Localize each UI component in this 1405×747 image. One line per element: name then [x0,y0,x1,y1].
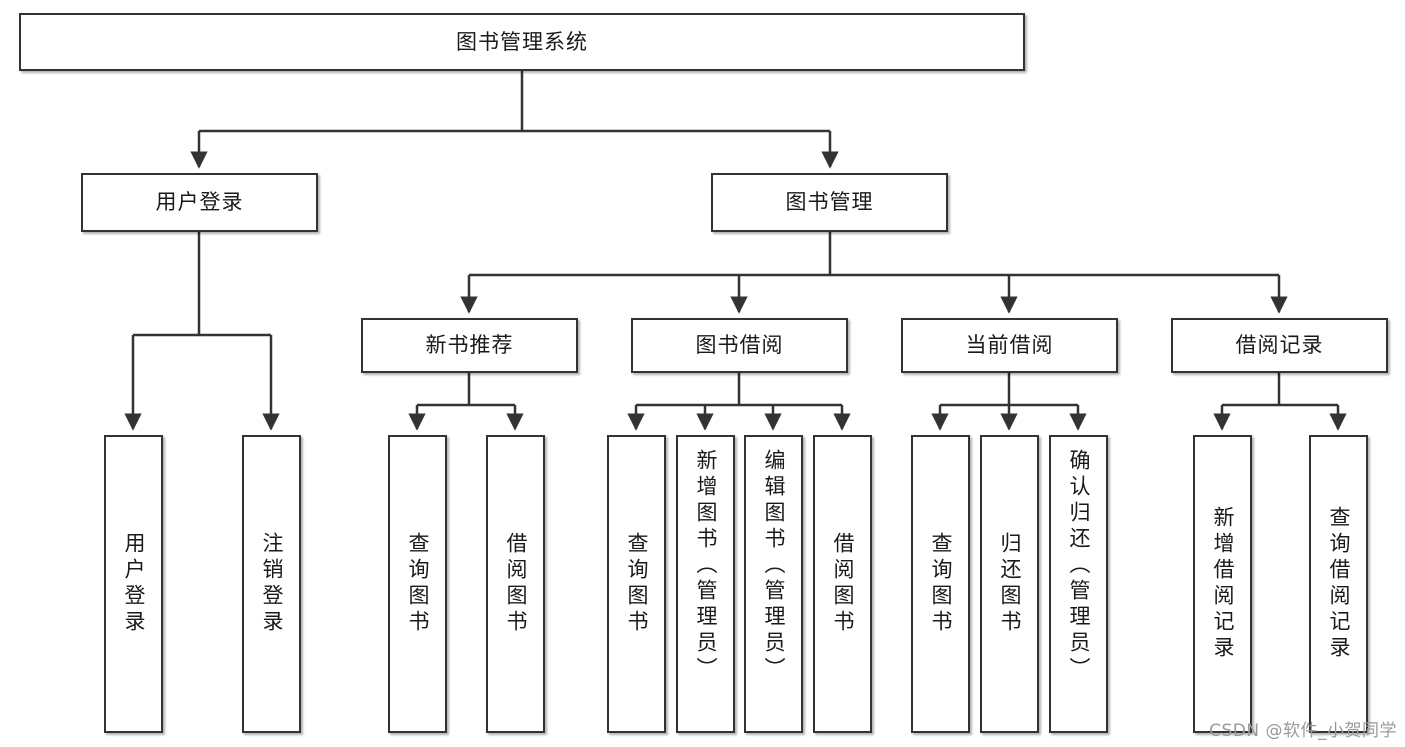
node-current-borrowing[interactable]: 当前借阅 [901,318,1118,373]
leaf-label: 用户登录 [122,532,146,636]
leaf-label: 编辑图书（管理员） [762,449,786,683]
leaf-label: 查询图书 [406,532,430,636]
leaf-current-borrow-query-books[interactable]: 查询图书 [911,435,970,733]
leaf-book-borrow-query-books[interactable]: 查询图书 [607,435,666,733]
leaf-user-login-sign-out[interactable]: 注销登录 [242,435,301,733]
node-book-management[interactable]: 图书管理 [711,173,948,232]
leaf-label: 查询借阅记录 [1327,506,1351,662]
leaf-label: 注销登录 [260,532,284,636]
leaf-current-borrow-confirm-return-admin[interactable]: 确认归还（管理员） [1049,435,1108,733]
leaf-user-login-sign-in[interactable]: 用户登录 [104,435,163,733]
leaf-label: 归还图书 [998,532,1022,636]
node-label: 当前借阅 [965,333,1054,357]
leaf-label: 新增借阅记录 [1211,506,1235,662]
leaf-book-borrow-borrow-books[interactable]: 借阅图书 [813,435,872,733]
node-label: 图书管理系统 [456,29,588,54]
leaf-label: 借阅图书 [504,532,528,636]
leaf-records-add-borrow-record[interactable]: 新增借阅记录 [1193,435,1252,733]
node-borrowing-records[interactable]: 借阅记录 [1171,318,1388,373]
leaf-current-borrow-return-books[interactable]: 归还图书 [980,435,1039,733]
node-root-book-management-system[interactable]: 图书管理系统 [19,13,1025,71]
leaf-label: 新增图书（管理员） [694,449,718,683]
leaf-records-query-borrow-record[interactable]: 查询借阅记录 [1309,435,1368,733]
leaf-label: 借阅图书 [831,532,855,636]
node-label: 图书管理 [785,190,874,214]
leaf-label: 确认归还（管理员） [1067,449,1091,683]
csdn-watermark: CSDN @软件_小贺同学 [1209,721,1397,741]
leaf-label: 查询图书 [929,532,953,636]
node-user-login[interactable]: 用户登录 [81,173,318,232]
node-label: 新书推荐 [425,333,514,357]
leaf-label: 查询图书 [625,532,649,636]
leaf-new-book-query-books[interactable]: 查询图书 [388,435,447,733]
leaf-new-book-borrow-books[interactable]: 借阅图书 [486,435,545,733]
node-label: 用户登录 [155,190,244,214]
node-book-borrowing[interactable]: 图书借阅 [631,318,848,373]
node-label: 图书借阅 [695,333,784,357]
leaf-book-borrow-add-book-admin[interactable]: 新增图书（管理员） [676,435,735,733]
node-label: 借阅记录 [1235,333,1324,357]
leaf-book-borrow-edit-book-admin[interactable]: 编辑图书（管理员） [744,435,803,733]
node-new-book-recommendation[interactable]: 新书推荐 [361,318,578,373]
